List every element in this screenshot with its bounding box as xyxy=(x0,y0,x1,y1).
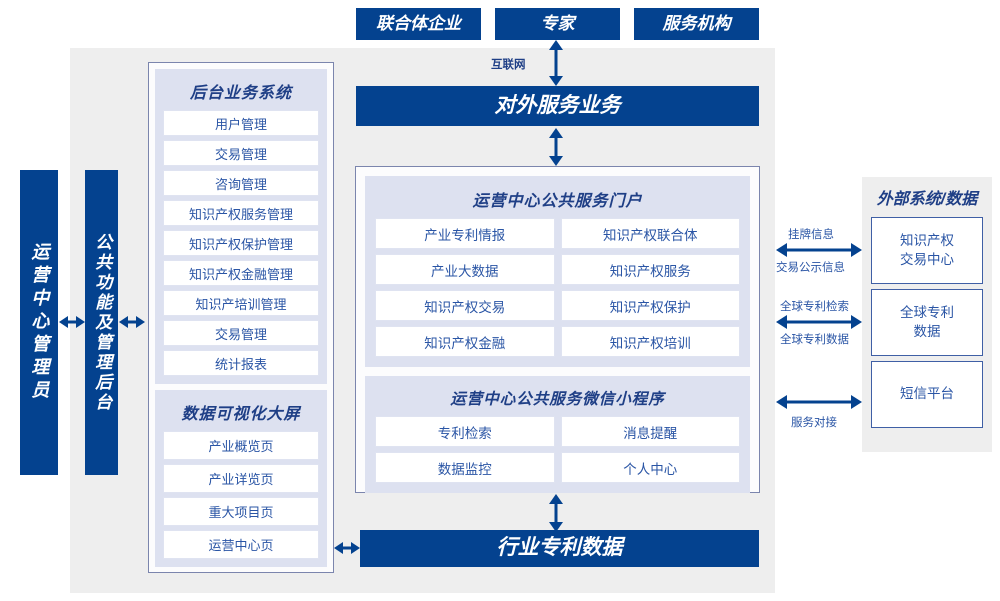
service-to-portal-arrow xyxy=(546,128,566,166)
visualization-title: 数据可视化大屏 xyxy=(181,406,301,423)
list-item[interactable]: 产业概览页 xyxy=(163,431,319,460)
list-item[interactable]: 产业详览页 xyxy=(163,464,319,493)
external-systems-panel: 外部系统/数据 知识产权 交易中心 全球专利 数据 短信平台 xyxy=(862,177,992,452)
top-actor-label: 专家 xyxy=(540,14,575,34)
external-connector-arrow-2 xyxy=(776,392,862,412)
list-item[interactable]: 咨询管理 xyxy=(163,170,319,196)
miniprogram-item[interactable]: 消息提醒 xyxy=(560,416,740,447)
admin-to-modules-arrow xyxy=(119,312,145,332)
left-actor-operations-admin: 运营中心管理员 xyxy=(20,170,58,475)
list-item[interactable]: 知识产权金融管理 xyxy=(163,260,319,286)
list-item[interactable]: 交易管理 xyxy=(163,140,319,166)
portal-item[interactable]: 知识产权服务 xyxy=(560,254,740,285)
miniprogram-item[interactable]: 数据监控 xyxy=(375,452,555,483)
portal-item[interactable]: 知识产权交易 xyxy=(375,290,555,321)
external-connector-label-above-0: 挂牌信息 xyxy=(788,229,834,241)
backend-system-group: 后台业务系统 用户管理 交易管理 咨询管理 知识产权服务管理 知识产权保护管理 … xyxy=(155,69,327,384)
portal-grid: 产业专利情报 知识产权联合体 产业大数据 知识产权服务 知识产权交易 知识产权保… xyxy=(375,218,740,357)
top-actor-box-1: 专家 xyxy=(495,8,620,40)
external-service-label: 对外服务业务 xyxy=(494,93,621,117)
top-actor-label: 联合体企业 xyxy=(376,14,461,34)
industry-patent-data-banner: 行业专利数据 xyxy=(360,530,759,567)
portal-frame: 运营中心公共服务门户 产业专利情报 知识产权联合体 产业大数据 知识产权服务 知… xyxy=(355,166,760,493)
list-item[interactable]: 知识产权保护管理 xyxy=(163,230,319,256)
list-item[interactable]: 知识产权服务管理 xyxy=(163,200,319,226)
backend-system-title: 后台业务系统 xyxy=(189,85,292,102)
backend-system-list: 用户管理 交易管理 咨询管理 知识产权服务管理 知识产权保护管理 知识产权金融管… xyxy=(163,110,319,376)
backend-modules-frame: 后台业务系统 用户管理 交易管理 咨询管理 知识产权服务管理 知识产权保护管理 … xyxy=(148,62,334,573)
top-actor-label: 服务机构 xyxy=(662,14,731,34)
list-item[interactable]: 统计报表 xyxy=(163,350,319,376)
portal-group: 运营中心公共服务门户 产业专利情报 知识产权联合体 产业大数据 知识产权服务 知… xyxy=(365,176,750,367)
external-connector-label-below-2: 服务对接 xyxy=(791,417,837,429)
visualization-group: 数据可视化大屏 产业概览页 产业详览页 重大项目页 运营中心页 xyxy=(155,390,327,567)
portal-item[interactable]: 产业专利情报 xyxy=(375,218,555,249)
public-function-admin-label: 公共功能及管理后台 xyxy=(92,232,112,413)
external-connector-arrow-1 xyxy=(776,312,862,332)
list-item[interactable]: 运营中心页 xyxy=(163,530,319,559)
visualization-list: 产业概览页 产业详览页 重大项目页 运营中心页 xyxy=(163,431,319,559)
external-connector-arrow-0 xyxy=(776,240,862,260)
list-item[interactable]: 交易管理 xyxy=(163,320,319,346)
list-item[interactable]: 知识产培训管理 xyxy=(163,290,319,316)
portal-item[interactable]: 产业大数据 xyxy=(375,254,555,285)
external-connector-label-below-1: 全球专利数据 xyxy=(780,334,849,346)
public-function-admin-bar: 公共功能及管理后台 xyxy=(85,170,118,475)
portal-to-data-arrow xyxy=(546,494,566,532)
top-actor-box-0: 联合体企业 xyxy=(356,8,481,40)
external-system-box-1[interactable]: 全球专利 数据 xyxy=(871,289,983,356)
internet-label: 互联网 xyxy=(491,59,526,71)
external-service-banner: 对外服务业务 xyxy=(356,86,759,126)
portal-item[interactable]: 知识产权金融 xyxy=(375,326,555,357)
list-item[interactable]: 用户管理 xyxy=(163,110,319,136)
top-actor-box-2: 服务机构 xyxy=(634,8,759,40)
external-systems-title: 外部系统/数据 xyxy=(876,191,978,208)
external-connector-label-above-1: 全球专利检索 xyxy=(780,301,849,313)
modules-to-data-arrow xyxy=(334,538,360,558)
external-system-box-0[interactable]: 知识产权 交易中心 xyxy=(871,217,983,284)
miniprogram-grid: 专利检索 消息提醒 数据监控 个人中心 xyxy=(375,416,740,483)
admin-actor-arrow xyxy=(59,312,85,332)
miniprogram-group: 运营中心公共服务微信小程序 专利检索 消息提醒 数据监控 个人中心 xyxy=(365,376,750,493)
miniprogram-title: 运营中心公共服务微信小程序 xyxy=(450,391,665,408)
miniprogram-item[interactable]: 个人中心 xyxy=(560,452,740,483)
external-system-box-2[interactable]: 短信平台 xyxy=(871,361,983,428)
portal-title: 运营中心公共服务门户 xyxy=(472,193,643,210)
portal-item[interactable]: 知识产权培训 xyxy=(560,326,740,357)
left-actor-label: 运营中心管理员 xyxy=(29,242,50,403)
industry-patent-data-label: 行业专利数据 xyxy=(496,536,623,560)
portal-item[interactable]: 知识产权联合体 xyxy=(560,218,740,249)
external-connector-label-below-0: 交易公示信息 xyxy=(776,262,845,274)
list-item[interactable]: 重大项目页 xyxy=(163,497,319,526)
miniprogram-item[interactable]: 专利检索 xyxy=(375,416,555,447)
internet-connector-arrow xyxy=(546,40,566,86)
portal-item[interactable]: 知识产权保护 xyxy=(560,290,740,321)
